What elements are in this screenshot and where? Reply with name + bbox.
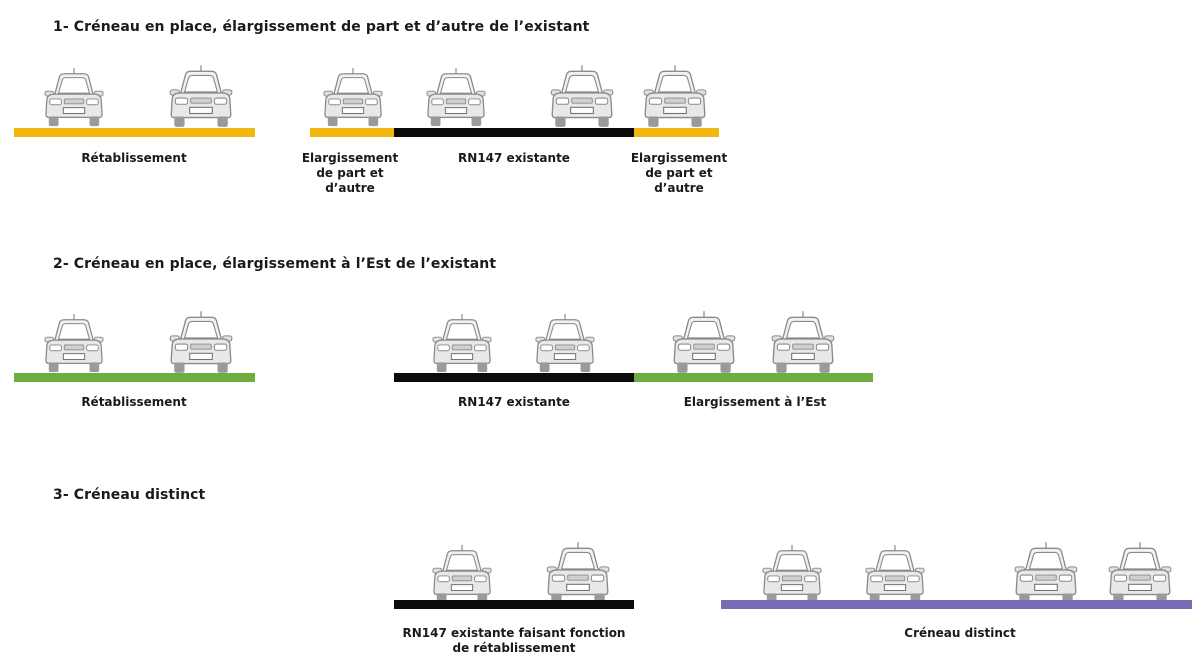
road-rn147-existante-2 — [394, 373, 634, 382]
label-elargissement-left: Elargissement de part et d’autre — [290, 151, 410, 196]
car-front-icon — [757, 543, 827, 605]
car-front-icon — [638, 63, 712, 129]
car-front-icon — [318, 66, 388, 128]
road-elargissement-left — [310, 128, 394, 137]
car-front-icon — [164, 309, 238, 375]
road-elargissement-right — [634, 128, 719, 137]
section-3-title: 3- Créneau distinct — [53, 487, 206, 503]
label-elargissement-est: Elargissement à l’Est — [683, 395, 827, 409]
car-front-icon — [1103, 540, 1177, 606]
road-creneau-distinct — [721, 600, 1192, 609]
road-rn147-existante-1 — [394, 128, 634, 137]
road-retablissement-1 — [14, 128, 255, 137]
label-line: d’autre — [325, 181, 375, 195]
label-rn147-existante-3: RN147 existante faisant fonction de réta… — [394, 626, 634, 656]
road-rn147-existante-3 — [394, 600, 634, 609]
label-line: Elargissement — [630, 151, 728, 165]
car-front-icon — [545, 63, 619, 129]
car-front-icon — [541, 540, 615, 606]
label-line: RN147 existante faisant fonction — [402, 626, 626, 640]
car-front-icon — [421, 66, 491, 128]
label-rn147-existante-2: RN147 existante — [458, 395, 570, 409]
label-line: de part et — [316, 166, 384, 180]
car-front-icon — [667, 309, 741, 375]
section-1-title: 1- Créneau en place, élargissement de pa… — [53, 19, 590, 35]
car-front-icon — [427, 312, 497, 374]
car-front-icon — [766, 309, 840, 375]
label-line: de part et — [645, 166, 713, 180]
label-line: de rétablissement — [452, 641, 576, 655]
car-front-icon — [530, 312, 600, 374]
label-line: d’autre — [654, 181, 704, 195]
road-retablissement-2 — [14, 373, 255, 382]
label-rn147-existante-1: RN147 existante — [458, 151, 570, 165]
label-elargissement-right: Elargissement de part et d’autre — [619, 151, 739, 196]
car-front-icon — [427, 543, 497, 605]
car-front-icon — [39, 312, 109, 374]
label-retablissement-2: Rétablissement — [81, 395, 187, 409]
car-front-icon — [39, 66, 109, 128]
car-front-icon — [860, 543, 930, 605]
label-retablissement-1: Rétablissement — [81, 151, 187, 165]
car-front-icon — [1009, 540, 1083, 606]
label-creneau-distinct: Créneau distinct — [904, 626, 1016, 640]
car-front-icon — [164, 63, 238, 129]
label-line: Elargissement — [301, 151, 399, 165]
road-elargissement-est — [634, 373, 873, 382]
section-2-title: 2- Créneau en place, élargissement à l’E… — [53, 256, 497, 272]
